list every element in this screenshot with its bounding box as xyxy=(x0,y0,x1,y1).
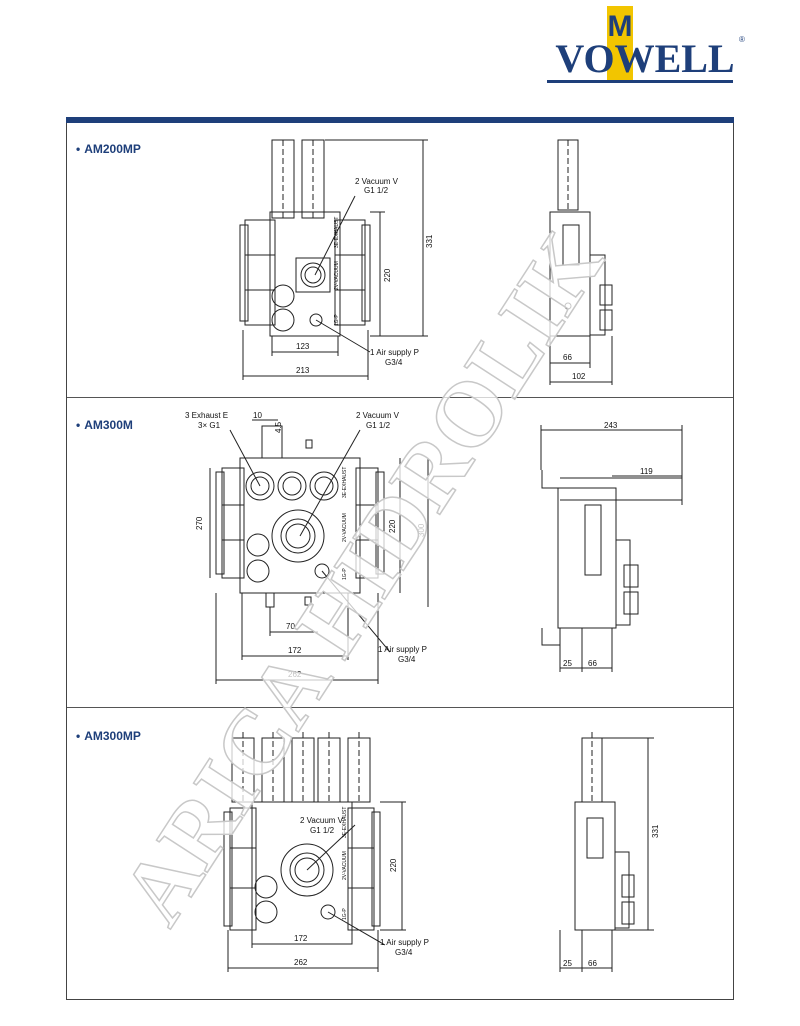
am200mp-dim-331: 331 xyxy=(425,234,434,248)
am300m-air-thread: G3/4 xyxy=(398,655,416,664)
am300mp-port-exhaust: 3E-EXHAUST xyxy=(342,807,348,838)
am300mp-vacuum-thread: G1 1/2 xyxy=(310,826,335,835)
am300mp-dim-262: 262 xyxy=(294,958,308,967)
am300m-dim-119: 119 xyxy=(640,467,653,476)
am300mp-side-block xyxy=(229,807,257,931)
drawing-frame xyxy=(66,123,734,1000)
am300m-dim-66: 66 xyxy=(588,659,597,668)
am300m-body xyxy=(239,457,361,594)
am300m-dim-70: 70 xyxy=(286,622,295,631)
am200mp-port-vacuum: 2V-VACUUM xyxy=(334,261,340,290)
vowell-logo: M VOWELL ® xyxy=(545,6,745,86)
am300mp-vacuum-port xyxy=(289,852,325,888)
am200mp-air-port xyxy=(309,313,323,327)
am200mp-vacuum-label: 2 Vacuum V xyxy=(355,177,399,186)
am300m-port-exhaust: 3E-EXHAUST xyxy=(342,467,348,498)
am300m-vacuum-flange xyxy=(271,509,325,563)
am300m-port-air: 1G-P xyxy=(342,568,348,580)
am200mp-gauge xyxy=(271,308,295,332)
am300m-dim-270: 270 xyxy=(195,516,204,530)
am200mp-dim-213: 213 xyxy=(296,366,310,375)
am300mp-dim-66: 66 xyxy=(588,959,597,968)
am200mp-side-block xyxy=(334,219,366,326)
am300m-exhaust-port xyxy=(245,471,275,501)
am300m-exhaust-label: 3 Exhaust E xyxy=(185,411,228,420)
am300mp-dim-220: 220 xyxy=(389,858,398,872)
am200mp-air-label: 1 Air supply P xyxy=(370,348,419,357)
am300m-gauge xyxy=(246,559,270,583)
am300m-dim-300: 300 xyxy=(417,523,426,537)
am300m-side-block xyxy=(355,467,379,579)
am300m-dim-243: 243 xyxy=(604,421,618,430)
am300m-dim-220: 220 xyxy=(388,519,397,533)
am300m-side-block xyxy=(221,467,245,579)
section-title-am300m: •AM300M xyxy=(76,418,133,432)
section-title-am300mp: •AM300MP xyxy=(76,729,141,743)
am200mp-gauge xyxy=(271,284,295,308)
am200mp-vacuum-port xyxy=(300,262,326,288)
am300m-air-port xyxy=(314,563,330,579)
am200mp-dim-66: 66 xyxy=(563,353,572,362)
am300m-vacuum-thread: G1 1/2 xyxy=(366,421,391,430)
am200mp-port-air: 1G-P xyxy=(334,314,340,326)
header-rule xyxy=(66,117,734,123)
am300mp-side-view xyxy=(574,801,616,931)
section-divider xyxy=(67,707,733,708)
am300mp-air-port xyxy=(320,904,336,920)
am300m-gauge xyxy=(246,533,270,557)
section-divider xyxy=(67,397,733,398)
am300mp-air-thread: G3/4 xyxy=(395,948,413,957)
am300mp-gauge xyxy=(254,875,278,899)
am300m-air-label: 1 Air supply P xyxy=(378,645,427,654)
am200mp-dim-220: 220 xyxy=(383,268,392,282)
am300mp-vacuum-label: 2 Vacuum V xyxy=(300,816,344,825)
am300mp-dim-172: 172 xyxy=(294,934,308,943)
am300mp-port-vacuum: 2V-VACUUM xyxy=(342,851,348,880)
am300m-dim-10: 10 xyxy=(253,411,262,420)
am200mp-port-exhaust: 3E-EXHAUST xyxy=(334,217,340,248)
section-title-am200mp: •AM200MP xyxy=(76,142,141,156)
am200mp-body xyxy=(269,211,341,337)
logo-mark: M xyxy=(608,10,633,43)
am200mp-vacuum-flange xyxy=(295,257,331,293)
am300mp-vacuum-flange xyxy=(280,843,334,897)
logo-underline xyxy=(547,80,733,83)
am300m-exhaust-port xyxy=(309,471,339,501)
am300m-exhaust-thread: 3× G1 xyxy=(198,421,221,430)
am300mp-port-air: 1G-P xyxy=(342,908,348,920)
am200mp-dim-123: 123 xyxy=(296,342,310,351)
am200mp-air-thread: G3/4 xyxy=(385,358,403,367)
am200mp-side-block xyxy=(244,219,276,326)
am300m-vacuum-label: 2 Vacuum V xyxy=(356,411,400,420)
logo-mark-bar xyxy=(607,6,633,80)
am300mp-side-block xyxy=(347,807,375,931)
logo-graphic: M VOWELL ® xyxy=(547,6,745,83)
am200mp-vacuum-thread: G1 1/2 xyxy=(364,186,389,195)
am300mp-dim-25: 25 xyxy=(563,959,572,968)
am300mp-dim-331: 331 xyxy=(651,824,660,838)
am300m-dim-172: 172 xyxy=(288,646,302,655)
am300m-vacuum-port xyxy=(280,518,316,554)
logo-registered: ® xyxy=(739,35,745,44)
am300m-exhaust-port xyxy=(277,471,307,501)
am200mp-dim-102: 102 xyxy=(572,372,586,381)
am300mp-gauge xyxy=(254,900,278,924)
logo-wordmark: VOWELL xyxy=(555,36,734,81)
am300m-dim-25: 25 xyxy=(563,659,572,668)
am300mp-air-label: 1 Air supply P xyxy=(380,938,429,947)
am300m-port-vacuum: 2V-VACUUM xyxy=(342,513,348,542)
am300m-dim-262: 262 xyxy=(288,670,302,679)
am300m-dim-4-5: 4.5 xyxy=(274,421,283,433)
